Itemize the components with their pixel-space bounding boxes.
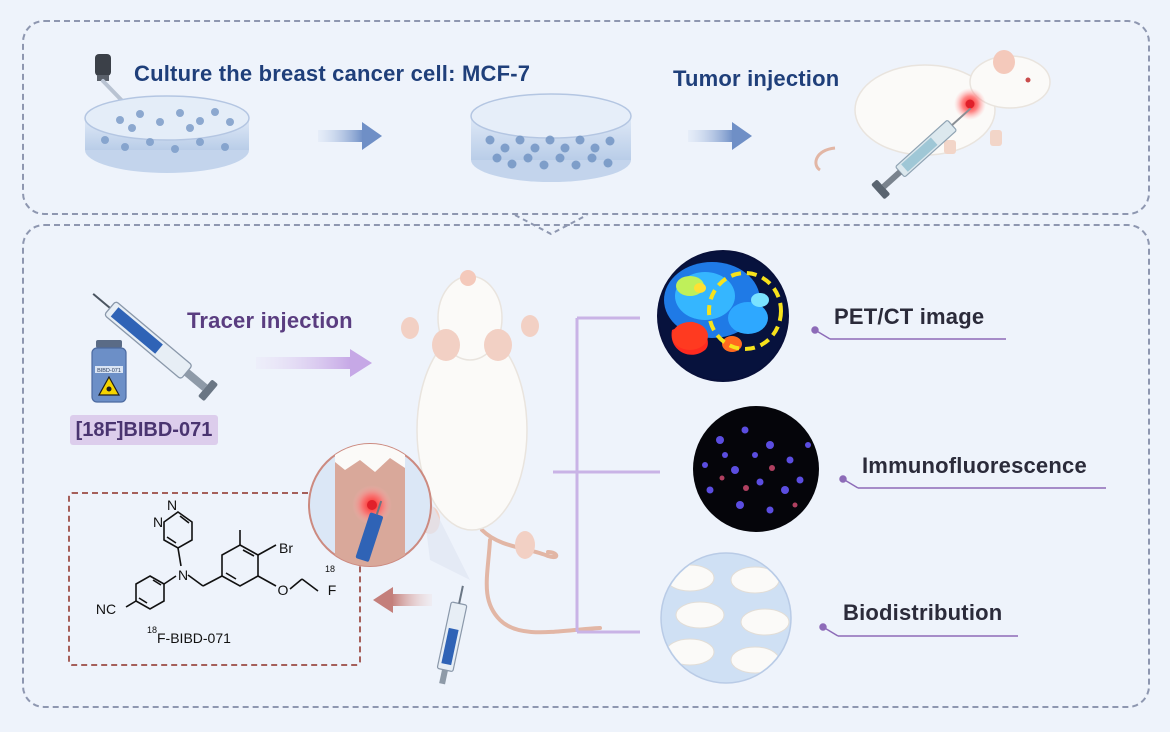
chemical-structure <box>125 511 319 610</box>
radiation-icon <box>106 386 112 392</box>
panel-connector <box>514 214 588 236</box>
results-bracket <box>553 316 660 634</box>
sampling-syringe-icon <box>436 585 468 685</box>
fluorine-superscript: 18 <box>325 564 335 574</box>
structure-name: F-BIBD-071 <box>157 630 231 646</box>
tumor-injection-label: Tumor injection <box>673 66 840 91</box>
pet-ct-image <box>657 250 789 382</box>
atom-n-amine: N <box>178 567 188 583</box>
atom-br: Br <box>279 540 293 556</box>
mouse-icon <box>814 50 1051 172</box>
petri-dish-icon <box>84 95 250 173</box>
biodistribution-label: Biodistribution <box>843 600 1003 625</box>
large-mouse-icon <box>401 270 602 635</box>
structure-name-superscript: 18 <box>147 625 157 635</box>
tracer-syringe-icon <box>92 293 218 401</box>
culture-label: Culture the breast cancer cell: MCF-7 <box>134 61 531 86</box>
tracer-injection-label: Tracer injection <box>187 308 353 333</box>
syringe-icon <box>871 107 972 199</box>
vial-icon: BIBD-071 <box>91 340 127 403</box>
immunofluorescence-image <box>693 406 819 532</box>
structure-arrow-icon <box>373 587 432 613</box>
chemical-labels: N N N NC Br O 18 F 18 F-BIBD-071 <box>96 497 336 646</box>
vial-label: BIBD-071 <box>97 368 121 374</box>
arrow-1-icon <box>318 122 382 150</box>
tracer-badge: [18F]BIBD-071 <box>70 415 218 445</box>
immunofluorescence-label: Immunofluorescence <box>862 453 1087 478</box>
bottom-panel <box>22 224 1150 708</box>
atom-n-ring-top: N <box>167 497 177 513</box>
top-panel <box>22 20 1150 215</box>
structure-box <box>68 492 361 666</box>
leg-injection-magnifier <box>308 443 470 580</box>
cell-culture-dish-icon <box>470 93 632 182</box>
pet-ct-label: PET/CT image <box>834 304 985 329</box>
biodistribution-image <box>660 552 792 684</box>
result-leaders <box>811 326 1106 637</box>
tracer-arrow-icon <box>256 349 372 377</box>
atom-o: O <box>278 582 289 598</box>
atom-f: F <box>328 582 337 598</box>
arrow-2-icon <box>688 122 752 150</box>
atom-nc: NC <box>96 601 116 617</box>
atom-n-ring-left: N <box>153 514 163 530</box>
